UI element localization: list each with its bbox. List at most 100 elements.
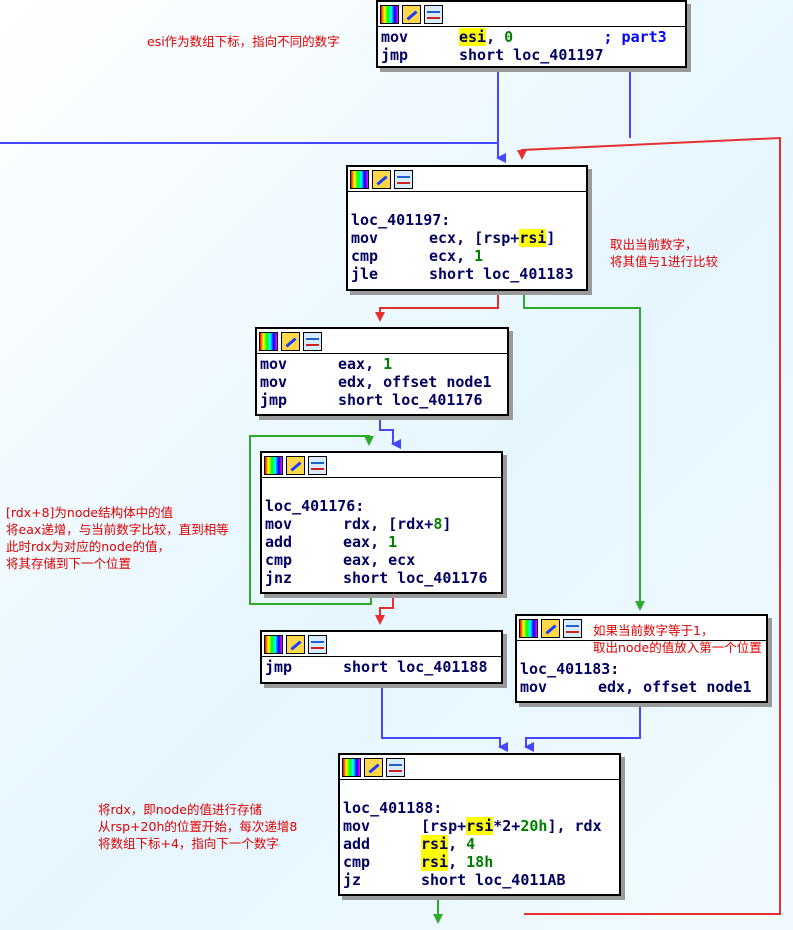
edge-b5-to-b6 — [524, 703, 641, 752]
xrefs-icon[interactable] — [308, 455, 327, 475]
immediate-value: 4 — [466, 835, 476, 853]
graph-icon[interactable] — [380, 4, 399, 24]
rename-icon[interactable] — [541, 618, 560, 638]
graph-icon[interactable] — [342, 757, 361, 777]
xrefs-icon[interactable] — [303, 331, 322, 351]
immediate-value: 1 — [474, 247, 484, 265]
graph-icon[interactable] — [264, 455, 283, 475]
rename-icon[interactable] — [286, 455, 305, 475]
mnemonic: mov — [520, 678, 548, 696]
graph-icon[interactable] — [519, 618, 538, 638]
note-esi-index: esi作为数组下标，指向不同的数字 — [147, 34, 340, 49]
mnemonic: mov — [381, 28, 409, 46]
mnemonic: mov — [351, 229, 379, 247]
mnemonic: jmp — [260, 391, 288, 409]
xrefs-icon[interactable] — [563, 618, 582, 638]
block-toolbar — [378, 2, 685, 27]
mnemonic: mov — [343, 817, 371, 835]
operand: short loc_401197 — [459, 46, 604, 64]
operand: ], rdx — [547, 817, 602, 835]
immediate-value: 20h — [520, 817, 548, 835]
code-label[interactable]: loc_401183: — [520, 660, 620, 678]
block-toolbar — [257, 329, 507, 354]
graph-icon[interactable] — [350, 169, 369, 189]
mnemonic: add — [343, 835, 371, 853]
mnemonic: mov — [265, 515, 293, 533]
edge-b3-self-loop — [249, 435, 374, 605]
note-node-walk: [rdx+8]为node结构体中的值 将eax递增，与当前数字比较，直到相等 此… — [6, 505, 229, 571]
operand: ] — [442, 515, 452, 533]
operand — [513, 28, 603, 46]
block-toolbar — [517, 616, 766, 641]
register-highlight[interactable]: rsi — [421, 835, 449, 853]
mnemonic: jmp — [381, 46, 409, 64]
code-label[interactable]: loc_401197: — [351, 211, 451, 229]
register-highlight[interactable]: rsi — [466, 817, 494, 835]
mnemonic: mov — [260, 355, 288, 373]
rename-icon[interactable] — [286, 634, 305, 654]
mnemonic: add — [265, 533, 293, 551]
instruction-line[interactable]: mov[rsp+rsi*2+20h], rdx — [343, 817, 619, 835]
mnemonic: cmp — [351, 247, 379, 265]
block-toolbar — [340, 755, 619, 780]
rename-icon[interactable] — [402, 4, 421, 24]
graph-icon[interactable] — [264, 634, 283, 654]
mnemonic: cmp — [265, 551, 293, 569]
operand: , — [486, 28, 505, 46]
immediate-value: 1 — [383, 355, 393, 373]
rename-icon[interactable] — [372, 169, 391, 189]
edge-b1-to-b5 — [523, 291, 645, 611]
xrefs-icon[interactable] — [424, 4, 443, 24]
operand: *2+ — [493, 817, 521, 835]
immediate-value: 1 — [388, 533, 398, 551]
xrefs-icon[interactable] — [394, 169, 413, 189]
comment: ; part3 — [603, 28, 667, 46]
xrefs-icon[interactable] — [386, 757, 405, 777]
code-label[interactable]: loc_401188: — [343, 799, 443, 817]
blank-line — [265, 479, 501, 497]
rename-icon[interactable] — [364, 757, 383, 777]
graph-icon[interactable] — [259, 331, 278, 351]
code-label[interactable]: loc_401176: — [265, 497, 365, 515]
register-highlight[interactable]: rsi — [519, 229, 547, 247]
xrefs-icon[interactable] — [308, 634, 327, 654]
operand: , — [448, 853, 467, 871]
register-highlight[interactable]: rsi — [421, 853, 449, 871]
operand: short loc_4011AB — [421, 871, 566, 889]
blank-line — [343, 781, 619, 799]
edge-b2-to-b3 — [379, 416, 401, 449]
edge-b4-to-b6 — [381, 684, 508, 752]
register-highlight[interactable]: esi — [459, 28, 487, 46]
rename-icon[interactable] — [281, 331, 300, 351]
instruction-line[interactable]: jmp short loc_401197 — [381, 46, 685, 64]
